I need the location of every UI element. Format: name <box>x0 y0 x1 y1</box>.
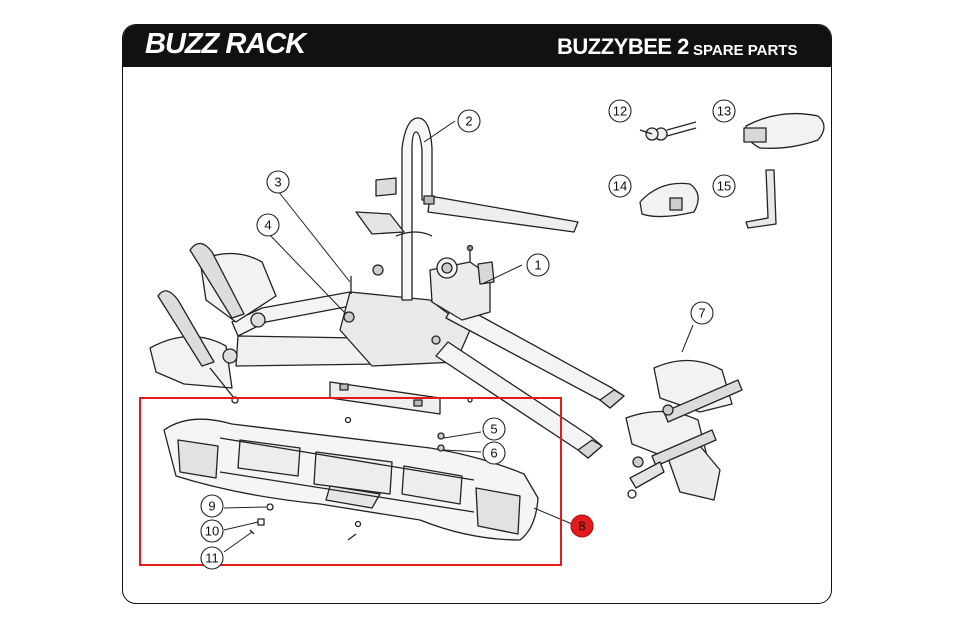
keys-part-12 <box>639 121 697 141</box>
callout-circle[interactable] <box>608 174 632 198</box>
callout-part-4[interactable]: 4 <box>256 213 280 237</box>
callout-part-12[interactable]: 12 <box>608 99 632 123</box>
callout-part-11[interactable]: 11 <box>200 546 224 570</box>
callout-label: 4 <box>264 218 271 233</box>
callout-circle[interactable] <box>256 213 280 237</box>
callout-label: 11 <box>205 551 219 566</box>
callout-part-2[interactable]: 2 <box>457 109 481 133</box>
callout-label: 10 <box>205 524 219 539</box>
callout-label: 12 <box>613 104 627 119</box>
callout-circle[interactable] <box>457 109 481 133</box>
callout-part-1[interactable]: 1 <box>526 253 550 277</box>
callout-label: 14 <box>613 179 627 194</box>
wheel-holder-part-7 <box>625 359 743 501</box>
callout-part-7[interactable]: 7 <box>690 301 714 325</box>
page-subtitle: SPARE PARTS <box>693 42 798 59</box>
callout-circle[interactable] <box>712 99 736 123</box>
brand-logo: BUZZ RACK <box>145 28 306 60</box>
wheel-holders-left <box>149 242 277 404</box>
header-bar: BUZZ RACK BUZZYBEE 2 SPARE PARTS <box>123 25 831 67</box>
strap-part-13 <box>743 112 825 149</box>
model-name: BUZZYBEE 2 <box>557 34 689 59</box>
callout-label: 5 <box>490 422 497 437</box>
callout-part-10[interactable]: 10 <box>200 519 224 543</box>
callout-circle[interactable] <box>200 494 224 518</box>
callout-label: 13 <box>717 104 731 119</box>
callout-part-3[interactable]: 3 <box>266 170 290 194</box>
lock-housing <box>429 244 495 321</box>
callout-part-14[interactable]: 14 <box>608 174 632 198</box>
callout-circle[interactable] <box>526 253 550 277</box>
callout-circle[interactable] <box>200 546 224 570</box>
lamp-bar-part-8 <box>163 397 539 541</box>
selected-part-marker[interactable] <box>570 514 594 538</box>
callout-part-5[interactable]: 5 <box>482 417 506 441</box>
callout-label: 8 <box>578 519 585 534</box>
callout-part-15[interactable]: 15 <box>712 174 736 198</box>
callout-part-8[interactable]: 8 <box>570 514 594 538</box>
callout-part-9[interactable]: 9 <box>200 494 224 518</box>
callout-circle[interactable] <box>690 301 714 325</box>
leader-lines <box>223 120 694 553</box>
callout-label: 2 <box>465 114 472 129</box>
callout-circle[interactable] <box>482 441 506 465</box>
upright-arm <box>355 117 579 301</box>
callout-circle[interactable] <box>266 170 290 194</box>
callout-label: 6 <box>490 446 497 461</box>
callout-label: 1 <box>534 258 541 273</box>
callout-part-6[interactable]: 6 <box>482 441 506 465</box>
callout-circle[interactable] <box>482 417 506 441</box>
callout-label: 7 <box>698 306 705 321</box>
callout-circle[interactable] <box>200 519 224 543</box>
callout-label: 9 <box>208 499 215 514</box>
callout-circle[interactable] <box>712 174 736 198</box>
selection-highlight-box <box>139 397 562 566</box>
callout-label: 15 <box>717 179 731 194</box>
knob-part-14 <box>639 182 699 218</box>
callout-part-13[interactable]: 13 <box>712 99 736 123</box>
callout-circle[interactable] <box>608 99 632 123</box>
allen-key-part-15 <box>745 169 777 229</box>
callout-label: 3 <box>274 175 281 190</box>
